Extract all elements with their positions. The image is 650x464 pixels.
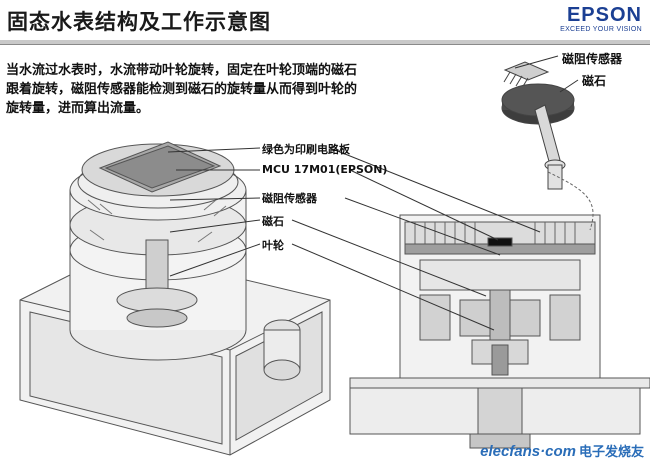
brand-tagline: EXCEED YOUR VISION [560, 26, 642, 33]
header-divider [0, 40, 650, 44]
callout-impeller: 叶轮 [262, 239, 284, 252]
leader-lines [167, 55, 579, 331]
cross-section-illustration [349, 214, 650, 449]
meter-housing-illustration [19, 141, 331, 456]
callout-pcb: 绿色为印刷电路板 [262, 143, 350, 156]
curved-pointer-arrow [547, 171, 594, 231]
callout-mcu: MCU 17M01(EPSON) [262, 163, 388, 176]
watermark-site: elecfans·com [480, 443, 576, 460]
page-title: 固态水表结构及工作示意图 [7, 10, 271, 34]
brand-name: EPSON [566, 4, 642, 26]
epson-logo: EPSON EXCEED YOUR VISION [560, 4, 642, 33]
description-text: 当水流过水表时，水流带动叶轮旋转，固定在叶轮顶端的磁石跟着旋转，磁阻传感器能检测… [6, 63, 358, 116]
inset-label-magnet: 磁石 [582, 74, 607, 88]
callout-mr-sensor: 磁阻传感器 [262, 192, 317, 205]
inset-label-mr-sensor: 磁阻传感器 [562, 52, 623, 66]
watermark-cn: 电子发烧友 [578, 445, 644, 460]
sensor-magnet-inset [501, 61, 575, 190]
header-divider-line [0, 44, 650, 45]
callout-magnet: 磁石 [262, 215, 284, 228]
